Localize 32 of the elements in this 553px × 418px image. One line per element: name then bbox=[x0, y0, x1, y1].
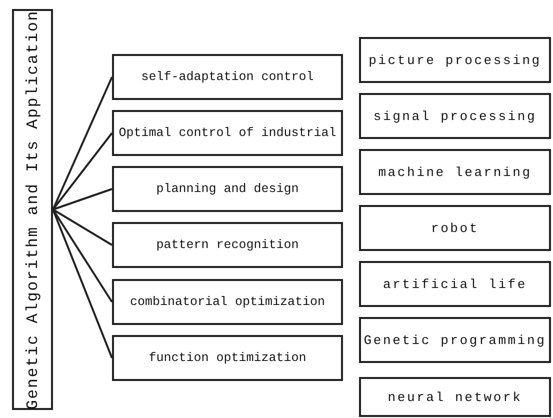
box-label: planning and design bbox=[156, 182, 299, 196]
box-label: pattern recognition bbox=[156, 238, 299, 252]
application-box bbox=[112, 222, 343, 268]
box-label: robot bbox=[430, 220, 479, 236]
box-label: machine learning bbox=[378, 164, 532, 180]
application-box bbox=[359, 149, 551, 195]
application-box bbox=[112, 54, 343, 100]
connector-line bbox=[52, 208, 113, 246]
title-box bbox=[12, 9, 53, 410]
box-label: signal processing bbox=[373, 108, 537, 124]
box-label: self-adaptation control bbox=[141, 70, 314, 84]
box-label: Optimal control of industrial bbox=[118, 126, 336, 140]
box-label: combinatorial optimization bbox=[130, 295, 326, 309]
connector-line bbox=[52, 208, 113, 303]
connector-line bbox=[52, 188, 112, 210]
application-box bbox=[359, 37, 551, 83]
box-label: artificial life bbox=[382, 276, 528, 292]
application-box bbox=[359, 205, 551, 251]
application-box bbox=[112, 166, 343, 212]
connector-line bbox=[52, 132, 113, 210]
application-box bbox=[359, 93, 551, 139]
application-box bbox=[359, 377, 551, 417]
title-text: Genetic Algorithm and Its Application bbox=[24, 10, 42, 410]
box-label: picture processing bbox=[368, 52, 542, 68]
application-box bbox=[112, 335, 343, 381]
application-box bbox=[112, 279, 343, 325]
application-box bbox=[359, 261, 551, 307]
application-box bbox=[112, 110, 343, 156]
application-box bbox=[359, 317, 551, 363]
box-label: neural network bbox=[388, 390, 522, 404]
box-label: function optimization bbox=[148, 351, 306, 365]
box-label: Genetic programming bbox=[364, 332, 546, 348]
